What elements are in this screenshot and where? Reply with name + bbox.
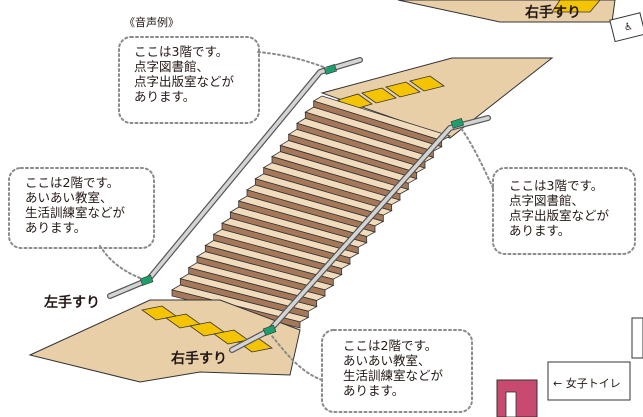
bubble-mid-left — [8, 167, 155, 249]
stair-riser — [296, 122, 426, 169]
label-right-handrail-upper: 右手すり — [525, 5, 581, 21]
braille-marker-2f-left — [139, 274, 154, 286]
braille-marker-3f-left — [323, 63, 338, 75]
stair-riser — [188, 267, 318, 308]
stair-riser — [238, 200, 368, 244]
label-right-handrail: 右手すり — [171, 351, 227, 367]
stair-riser — [229, 211, 359, 254]
left-handrail — [107, 57, 363, 299]
bubble-top-left — [118, 36, 260, 124]
stair-riser — [263, 167, 393, 212]
bubble-pointers — [99, 51, 494, 381]
toilet-sign — [547, 361, 631, 401]
stair-riser — [196, 256, 326, 297]
tactile-paving-lower — [141, 305, 273, 353]
stair-riser — [246, 189, 376, 233]
bubble-text-mid-left: ここは2階です。 あいあい教室、 生活訓練室などが あります。 — [25, 175, 126, 235]
voice-example-caption: 《音声例》 — [124, 16, 179, 29]
label-left-handrail: 左手すり — [44, 295, 100, 311]
bubbles — [8, 36, 636, 413]
lower-floor — [28, 299, 301, 383]
womens-toilet-sign-text: ← 女子トイレ — [553, 377, 621, 390]
stair-riser — [271, 156, 401, 201]
braille-marker-3f-right — [450, 117, 465, 129]
right-handrail — [229, 115, 491, 353]
upper-landing-fragment — [397, 0, 643, 43]
toilet-area — [496, 317, 643, 417]
stair-riser — [179, 278, 309, 318]
stair-riser — [204, 244, 334, 286]
stair-riser — [254, 178, 384, 222]
bubble-right-upper — [492, 167, 636, 255]
tactile-paving-upper — [337, 75, 445, 111]
toilet-door — [496, 379, 538, 417]
bubble-right-lower — [321, 329, 473, 413]
stair-riser — [213, 233, 343, 276]
stair-riser — [279, 144, 409, 190]
bubble-text-top-left: ここは3階です。 点字図書館、 点字出版室などが あります。 — [134, 44, 235, 104]
braille-marker-2f-right — [262, 324, 277, 336]
staircase — [170, 95, 452, 329]
accessibility-icon: ♿ — [624, 22, 633, 33]
bubble-text-right-upper: ここは3階です。 点字図書館、 点字出版室などが あります。 — [509, 178, 610, 238]
stair-riser — [304, 111, 434, 158]
stair-riser — [313, 100, 443, 148]
bubble-text-right-lower: ここは2階です。 あいあい教室、 生活訓練室などが あります。 — [343, 338, 444, 398]
stair-riser — [221, 222, 351, 265]
stair-riser — [288, 133, 418, 180]
